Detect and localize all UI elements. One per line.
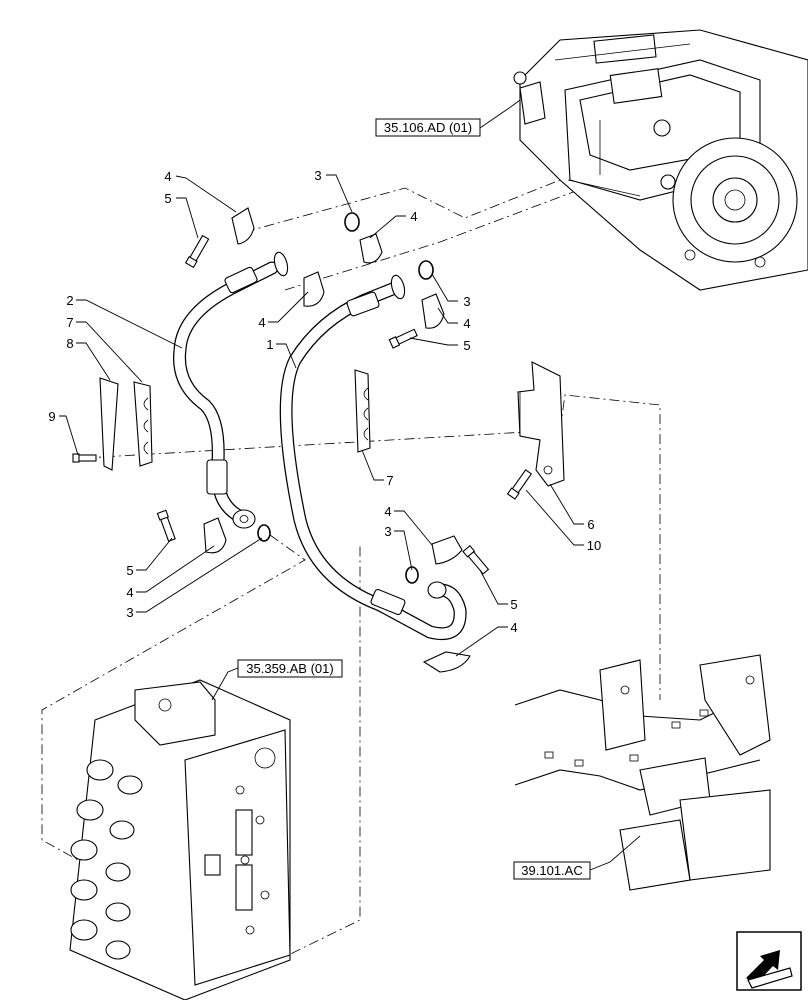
bolt-5b: [388, 328, 418, 349]
flange-4b: [359, 233, 383, 264]
bracket-8: [99, 377, 119, 471]
callout-3: 3: [126, 605, 133, 620]
bolt-5d: [462, 544, 490, 575]
valve-reference-label[interactable]: 35.359.AB (01): [211, 659, 343, 701]
callout-10: 10: [587, 538, 601, 553]
previous-page-arrow-icon[interactable]: [736, 931, 802, 991]
brackets: [99, 361, 565, 487]
flange-4g: [422, 651, 471, 673]
callout-7: 7: [386, 473, 393, 488]
callout-5: 5: [164, 191, 171, 206]
callout-4: 4: [384, 504, 391, 519]
frame-clips: [544, 709, 709, 767]
pump-reference-label[interactable]: 35.106.AD (01): [375, 99, 521, 137]
callout-5: 5: [126, 563, 133, 578]
flange-4c: [303, 271, 325, 307]
frame-assembly: [514, 654, 771, 891]
callout-9: 9: [48, 409, 55, 424]
bolt-9: [72, 453, 97, 463]
bolt-5a: [184, 234, 210, 269]
valve-spools: [70, 759, 143, 960]
flange-4a: [231, 207, 255, 245]
bolt-5c: [156, 509, 176, 542]
callout-7: 7: [66, 315, 73, 330]
callout-5: 5: [510, 597, 517, 612]
flange-4e: [203, 517, 227, 554]
callout-6: 6: [587, 517, 594, 532]
hydraulic-pump-assembly: [513, 29, 808, 291]
frame-reference-label[interactable]: 39.101.AC: [513, 835, 641, 880]
flange-4f: [431, 535, 463, 565]
callout-1: 1: [266, 337, 273, 352]
callout-4: 4: [258, 315, 265, 330]
callout-leaders: [59, 174, 584, 657]
callout-numbers: 4 5 3 4 4 3 4 5 2 7 8 1 9 7 6 10 5 4 3 4…: [48, 168, 601, 635]
clamp-7a: [133, 381, 153, 467]
callout-2: 2: [66, 293, 73, 308]
callout-5: 5: [463, 338, 470, 353]
callout-4: 4: [463, 316, 470, 331]
clamp-7b: [354, 369, 371, 453]
o-ring-3d: [405, 566, 419, 584]
callout-3: 3: [314, 168, 321, 183]
alignment-lines: [41, 167, 661, 966]
hose-1: [279, 274, 467, 641]
callout-4: 4: [126, 585, 133, 600]
o-rings: [257, 212, 434, 584]
callout-4: 4: [164, 169, 171, 184]
pump-reference-text: 35.106.AD (01): [384, 120, 472, 135]
o-ring-3c: [257, 524, 271, 542]
hose-2: [173, 251, 289, 529]
control-valve-assembly: [69, 679, 291, 1000]
callout-4: 4: [510, 620, 517, 635]
bolts: [72, 234, 533, 575]
flange-4d: [421, 293, 445, 329]
frame-reference-text: 39.101.AC: [521, 863, 582, 878]
o-ring-3b: [418, 260, 434, 280]
callout-4: 4: [410, 209, 417, 224]
callout-3: 3: [384, 524, 391, 539]
bracket-6: [517, 361, 565, 487]
o-ring-3a: [344, 212, 360, 232]
callout-8: 8: [66, 336, 73, 351]
flange-halves: [203, 207, 471, 673]
bolt-10: [506, 469, 533, 500]
callout-3: 3: [463, 294, 470, 309]
valve-reference-text: 35.359.AB (01): [246, 661, 333, 676]
